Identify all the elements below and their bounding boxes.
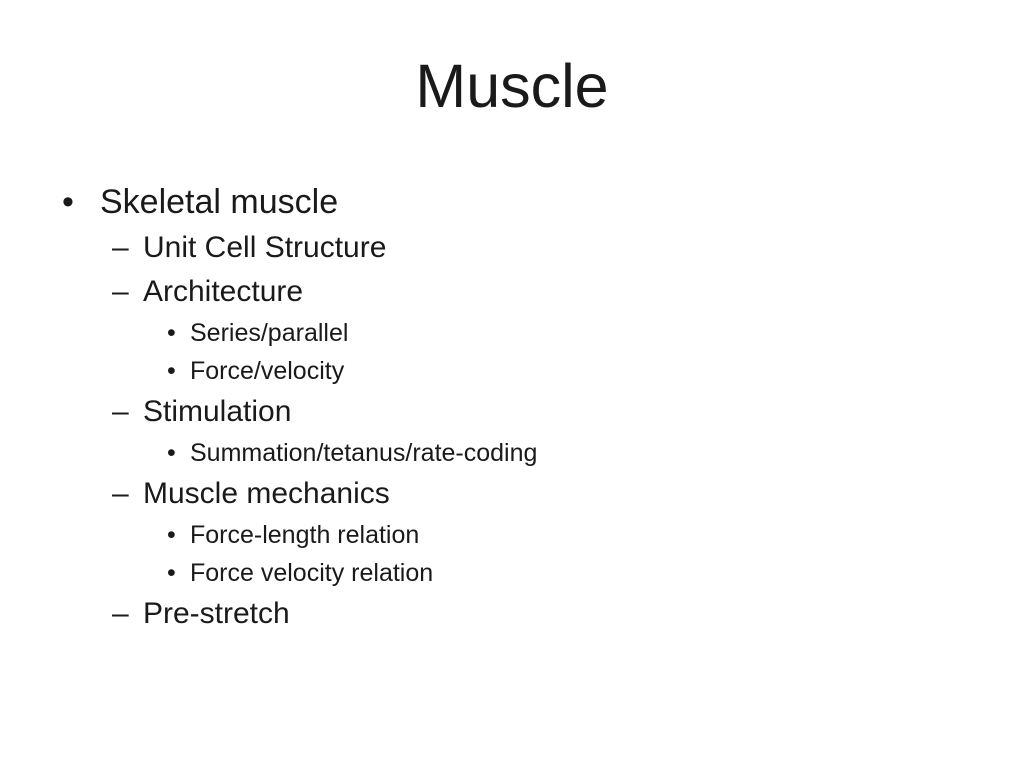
outline-list: •Skeletal muscle–Unit Cell Structure–Arc…: [0, 178, 1024, 636]
list-item: –Pre-stretch: [0, 592, 1024, 636]
list-item-text: Summation/tetanus/rate-coding: [190, 439, 538, 467]
dash-marker-icon: –: [112, 231, 129, 264]
bullet-marker-icon: •: [62, 183, 74, 221]
list-item: –Unit Cell Structure: [0, 226, 1024, 270]
list-item: • Skeletal muscle: [0, 178, 1024, 226]
dash-marker-icon: –: [112, 597, 129, 630]
list-item-text: Pre-stretch: [143, 597, 290, 630]
list-item: –Stimulation: [0, 390, 1024, 434]
list-item: • Summation/tetanus/rate-coding: [0, 434, 1024, 472]
list-item: • Force velocity relation: [0, 554, 1024, 592]
list-item: –Architecture: [0, 270, 1024, 314]
list-item: • Series/parallel: [0, 314, 1024, 352]
list-item-text: Force/velocity: [190, 357, 345, 385]
bullet-marker-icon: •: [167, 319, 176, 347]
list-item-text: Unit Cell Structure: [143, 231, 387, 264]
list-item-text: Skeletal muscle: [100, 183, 339, 221]
list-item-text: Muscle mechanics: [143, 477, 390, 510]
slide-title: Muscle: [415, 52, 609, 120]
bullet-marker-icon: •: [167, 521, 176, 549]
list-item-text: Architecture: [143, 275, 304, 308]
dash-marker-icon: –: [112, 477, 129, 510]
bullet-marker-icon: •: [167, 357, 176, 385]
list-item-text: Series/parallel: [190, 319, 349, 347]
list-item: • Force-length relation: [0, 516, 1024, 554]
dash-marker-icon: –: [112, 275, 129, 308]
list-item-text: Force velocity relation: [190, 559, 434, 587]
list-item: –Muscle mechanics: [0, 472, 1024, 516]
dash-marker-icon: –: [112, 395, 129, 428]
bullet-marker-icon: •: [167, 559, 176, 587]
bullet-marker-icon: •: [167, 439, 176, 467]
list-item: • Force/velocity: [0, 352, 1024, 390]
list-item-text: Force-length relation: [190, 521, 420, 549]
list-item-text: Stimulation: [143, 395, 292, 428]
